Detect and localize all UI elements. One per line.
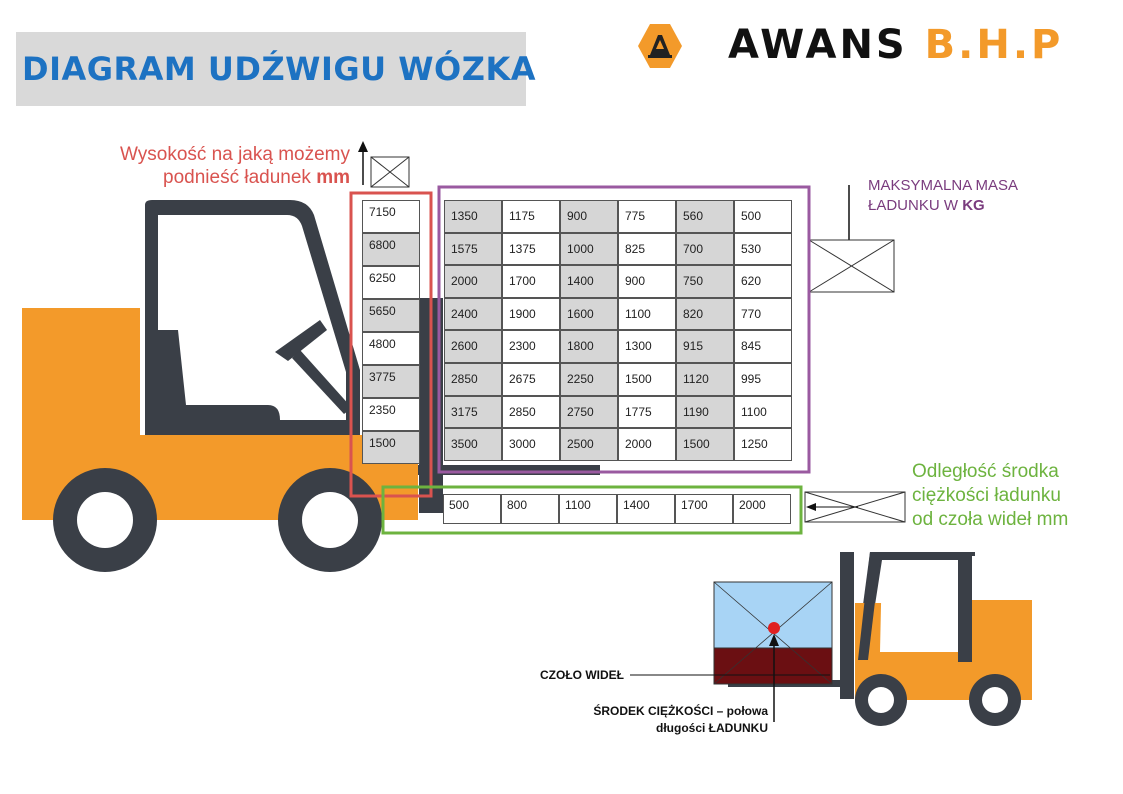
forks [395, 465, 600, 475]
capacity-cell: 2675 [502, 363, 560, 396]
capacity-cell: 530 [734, 232, 792, 266]
page-title: DIAGRAM UDŹWIGU WÓZKA [22, 50, 536, 88]
capacity-cell: 2300 [502, 330, 560, 363]
mass-unit: KG [962, 197, 985, 214]
capacity-cell: 750 [676, 265, 734, 298]
distance-cell: 2000 [733, 494, 791, 524]
height-caption-line1: Wysokość na jaką możemy [119, 144, 350, 165]
up-arrow-icon [358, 141, 368, 152]
center-of-gravity-label-line1: ŚRODEK CIĘŻKOŚCI – połowa [593, 704, 768, 718]
mass-caption: MAKSYMALNA MASA ŁADUNKU W KG [868, 176, 1068, 216]
seat [158, 330, 280, 420]
distance-frame [381, 485, 803, 535]
capacity-cell: 770 [734, 297, 792, 331]
distance-caption-line3: od czoła wideł mm [912, 509, 1069, 530]
capacity-cell: 1700 [502, 265, 560, 298]
height-cell: 7150 [362, 200, 420, 233]
mass-caption-line2: ŁADUNKU W [868, 197, 959, 214]
left-arrow-icon [806, 503, 816, 511]
capacity-cell: 1000 [560, 232, 618, 266]
capacity-cell: 1350 [444, 200, 502, 233]
distance-cell: 800 [501, 494, 559, 524]
height-cell: 3775 [362, 365, 420, 398]
capacity-cell: 3500 [444, 428, 502, 461]
capacity-cell: 845 [734, 330, 792, 363]
forklift-body [22, 308, 418, 520]
capacity-cell: 1500 [618, 363, 676, 396]
height-unit: mm [316, 167, 350, 188]
distance-caption: Odległość środka ciężkości ładunku od cz… [912, 460, 1112, 532]
height-frame [349, 191, 433, 498]
capacity-cell: 1250 [734, 428, 792, 461]
capacity-cell: 915 [676, 330, 734, 363]
capacity-cell: 1600 [560, 297, 618, 331]
capacity-cell: 1775 [618, 395, 676, 429]
height-cell: 1500 [362, 431, 420, 464]
capacity-cell: 700 [676, 232, 734, 266]
capacity-cell: 1100 [734, 395, 792, 429]
capacity-cell: 2750 [560, 395, 618, 429]
capacity-cell: 2500 [560, 428, 618, 461]
steering-wheel [275, 320, 327, 361]
capacity-cell: 1575 [444, 232, 502, 266]
distance-caption-line1: Odległość środka [912, 461, 1059, 482]
title-banner [16, 32, 526, 106]
crate-icon [370, 156, 410, 188]
capacity-cell: 820 [676, 297, 734, 331]
distance-caption-line2: ciężkości ładunku [912, 485, 1061, 506]
capacity-cell: 3000 [502, 428, 560, 461]
small-forklift-illustration [728, 552, 1032, 726]
center-of-gravity-marker [768, 622, 780, 634]
capacity-cell: 1375 [502, 232, 560, 266]
capacity-cell: 560 [676, 200, 734, 233]
height-cell: 4800 [362, 332, 420, 365]
capacity-cell: 2850 [502, 395, 560, 429]
capacity-cell: 1175 [502, 200, 560, 233]
height-cell: 5650 [362, 299, 420, 332]
company-logo: AWANS B.H.P [728, 22, 1063, 68]
height-caption-line2: podnieść ładunek [163, 167, 311, 188]
center-of-gravity-label-line2: długości ŁADUNKU [656, 721, 768, 735]
capacity-cell: 1500 [676, 428, 734, 461]
crate-icon [808, 239, 895, 293]
capacity-cell: 1900 [502, 297, 560, 331]
distance-cell: 500 [443, 494, 501, 524]
capacity-cell: 900 [618, 265, 676, 298]
capacity-cell: 1400 [560, 265, 618, 298]
capacity-cell: 620 [734, 265, 792, 298]
distance-cell: 1700 [675, 494, 733, 524]
height-caption: Wysokość na jaką możemy podnieść ładunek… [60, 143, 350, 189]
load-box [713, 581, 833, 685]
distance-cell: 1400 [617, 494, 675, 524]
capacity-cell: 500 [734, 200, 792, 233]
up-arrow-icon [769, 634, 779, 646]
mass-caption-line1: MAKSYMALNA MASA [868, 177, 1019, 194]
distance-cell: 1100 [559, 494, 617, 524]
capacity-cell: 3175 [444, 395, 502, 429]
height-cell: 2350 [362, 398, 420, 431]
capacity-cell: 1300 [618, 330, 676, 363]
capacity-cell: 900 [560, 200, 618, 233]
capacity-cell: 825 [618, 232, 676, 266]
logo-name: AWANS [728, 22, 925, 68]
height-cell: 6250 [362, 266, 420, 299]
capacity-frame [437, 185, 811, 474]
height-cell: 6800 [362, 233, 420, 266]
capacity-cell: 1120 [676, 363, 734, 396]
capacity-cell: 2000 [618, 428, 676, 461]
capacity-cell: 775 [618, 200, 676, 233]
forklift-hexagon-logo-icon [638, 24, 682, 68]
capacity-cell: 2000 [444, 265, 502, 298]
capacity-cell: 2600 [444, 330, 502, 363]
capacity-cell: 2250 [560, 363, 618, 396]
logo-accent: B.H.P [924, 22, 1064, 68]
capacity-cell: 2400 [444, 297, 502, 331]
capacity-cell: 1100 [618, 297, 676, 331]
capacity-cell: 995 [734, 363, 792, 396]
capacity-cell: 1190 [676, 395, 734, 429]
fork-face-label: CZOŁO WIDEŁ [540, 668, 624, 682]
capacity-cell: 1800 [560, 330, 618, 363]
capacity-cell: 2850 [444, 363, 502, 396]
